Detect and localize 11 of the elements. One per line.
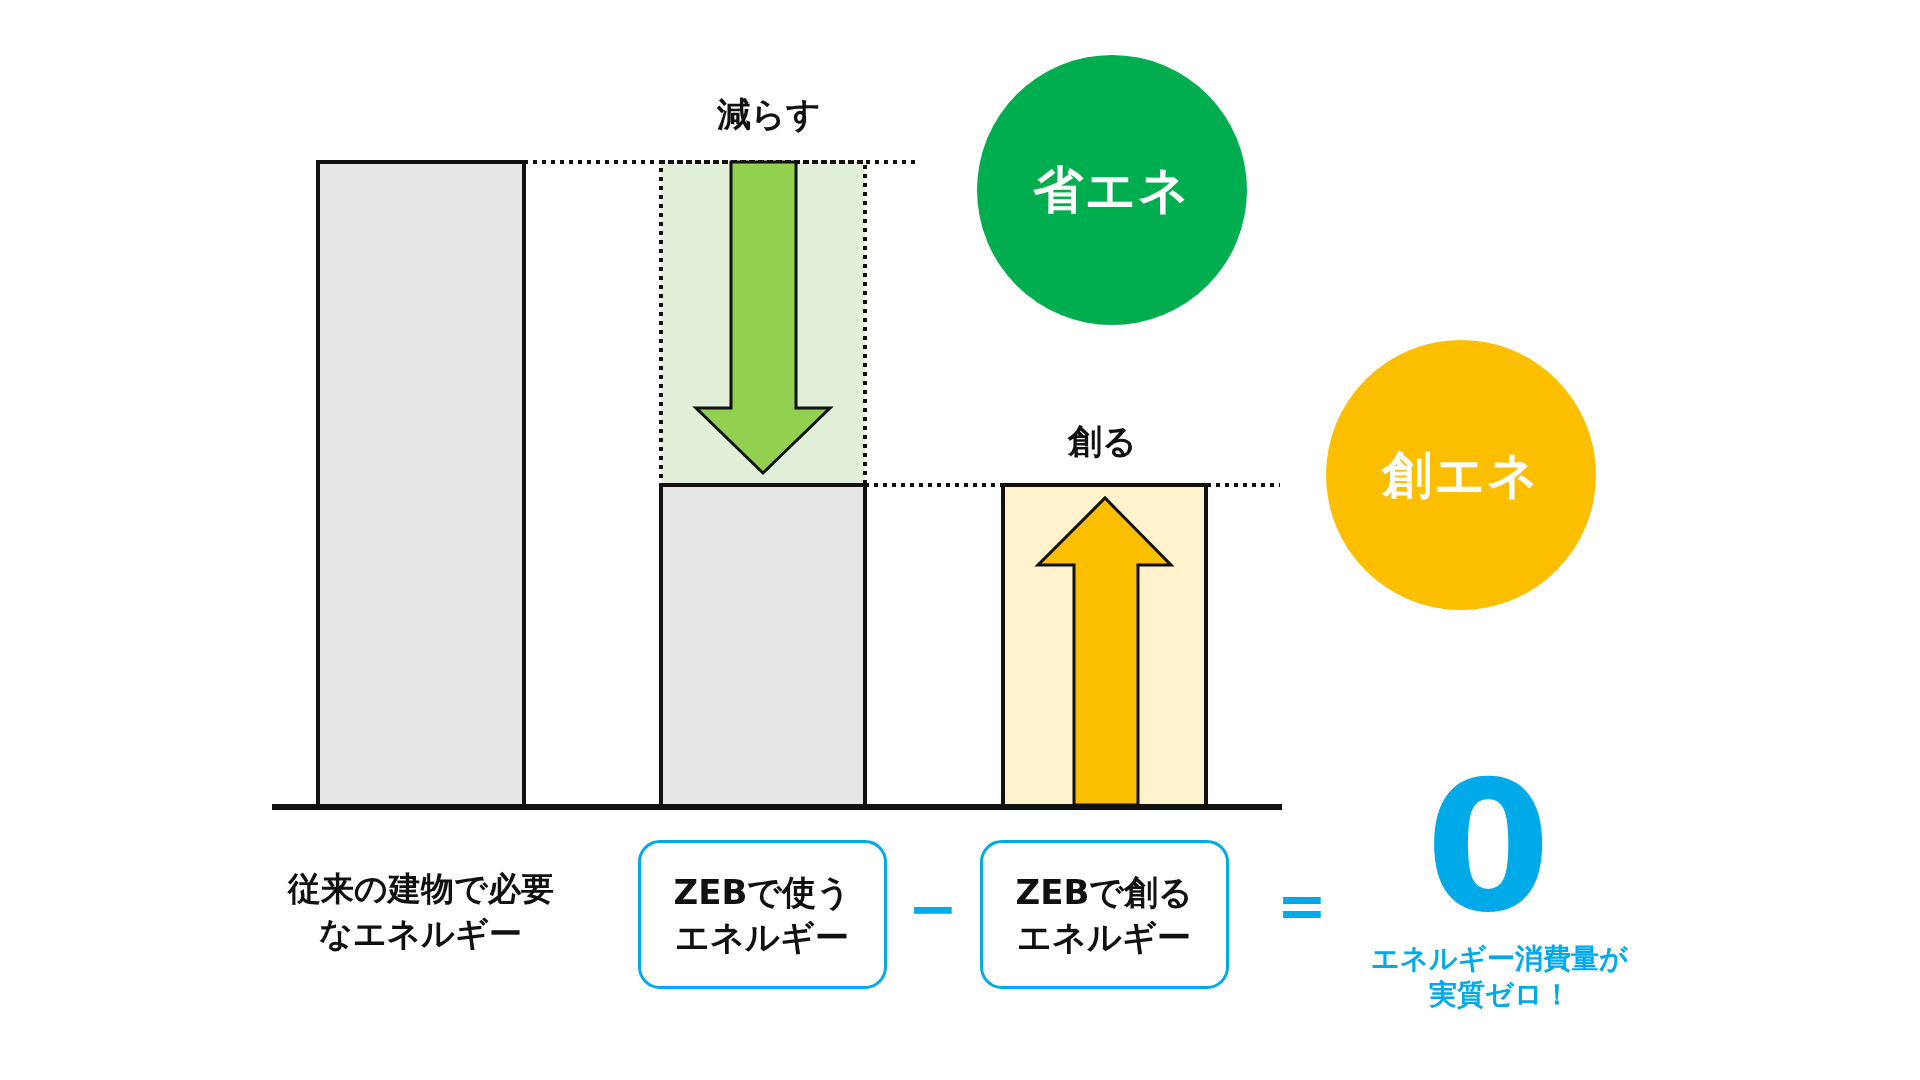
label-box: ZEBで使うエネルギー <box>638 840 887 989</box>
zero-value: 0 <box>1425 757 1551 937</box>
equals-sign: = <box>1276 870 1328 942</box>
minus-sign: − <box>907 872 959 944</box>
create-label: 創る <box>1067 420 1137 462</box>
conventional-energy-label: 従来の建物で必要なエネルギー <box>286 868 555 955</box>
net-zero-caption: エネルギー消費量が実質ゼロ！ <box>1370 940 1630 1013</box>
circle-badge: 創エネ <box>1326 340 1596 610</box>
label-box: ZEBで創るエネルギー <box>980 840 1229 989</box>
reduce-label: 減らす <box>717 93 821 135</box>
circle-badge: 省エネ <box>977 55 1247 325</box>
